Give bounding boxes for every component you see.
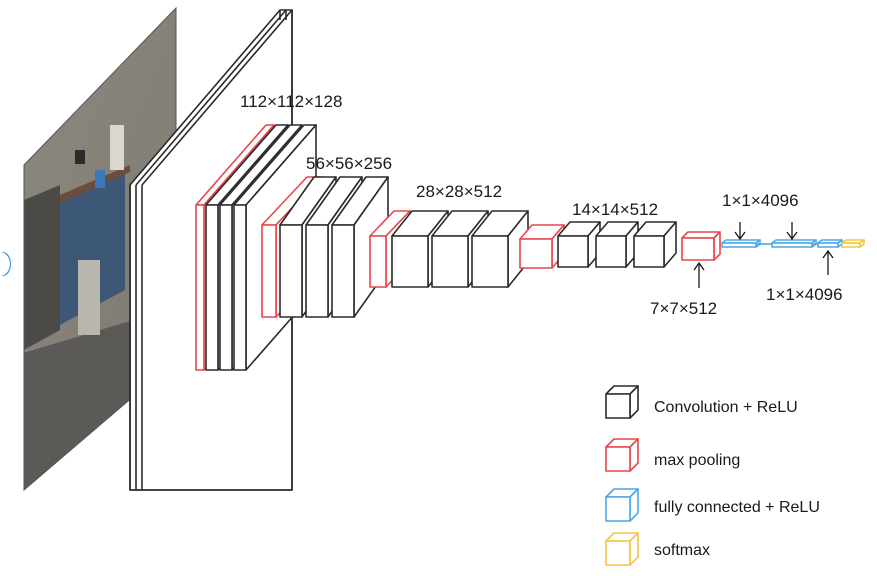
legend-pool-icon [605, 438, 639, 472]
label-pool5-dims: 7×7×512 [650, 299, 717, 318]
conv5-block-b [595, 221, 639, 268]
arrow-pool5 [693, 261, 705, 288]
label-conv5-dims: 14×14×512 [572, 200, 658, 219]
fc7-block [771, 239, 817, 248]
pool5-block [681, 231, 721, 261]
conv4-block-c [471, 210, 529, 288]
legend-fc-icon [605, 488, 639, 522]
label-fc-bottom-dims: 1×1×4096 [766, 285, 843, 304]
arrow-fc-top2 [786, 222, 798, 241]
legend: Convolution + ReLU max pooling fully con… [605, 385, 820, 566]
arrow-fc-bottom [822, 249, 834, 275]
label-fc-top-dims: 1×1×4096 [722, 191, 799, 210]
fc6-block [721, 239, 761, 248]
label-conv3-dims: 56×56×256 [306, 154, 392, 173]
legend-softmax-icon [605, 532, 639, 566]
legend-softmax-label: softmax [654, 542, 710, 559]
label-conv2-dims: 112×112×128 [240, 92, 342, 111]
layer-blocks [195, 124, 865, 371]
legend-conv-icon [605, 385, 639, 419]
label-conv4-dims: 28×28×512 [416, 182, 502, 201]
fc8-block [817, 239, 843, 248]
conv5-block-c [633, 221, 677, 268]
legend-pool-label: max pooling [654, 452, 740, 469]
legend-conv-label: Convolution + ReLU [654, 399, 798, 416]
conv5-block-a [557, 221, 601, 268]
legend-fc-label: fully connected + ReLU [654, 499, 820, 516]
arrow-fc-top1 [734, 222, 746, 241]
left-edge-marker-icon [0, 252, 11, 276]
softmax-block [841, 239, 865, 248]
legend-icons [605, 385, 639, 566]
annotation-arrows [693, 222, 834, 288]
